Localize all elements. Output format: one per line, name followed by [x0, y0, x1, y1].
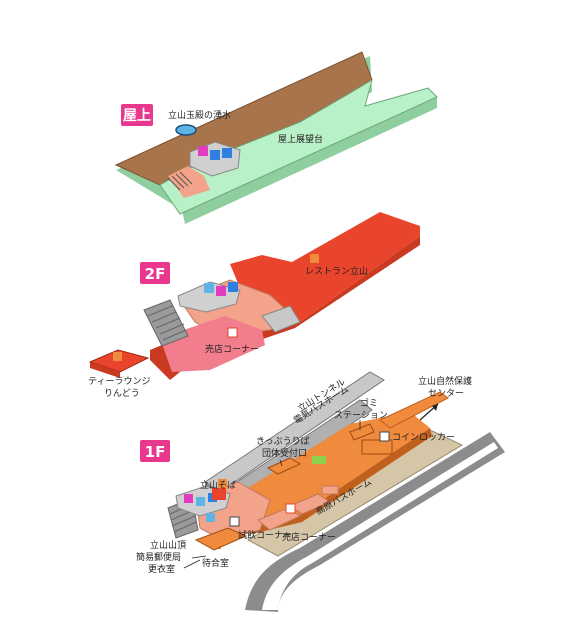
ticket-booth: [266, 457, 302, 475]
f2-badge: [140, 262, 170, 284]
male-toilet-icon: [222, 148, 232, 158]
accessible-icon: [196, 497, 205, 506]
f2-stairs: [143, 299, 189, 347]
waiting-room: [194, 527, 248, 551]
shop-block: [288, 493, 332, 515]
label-restaurant: レストラン立山: [305, 265, 368, 277]
shop-icon: [227, 327, 238, 338]
f2-shop-area: [160, 316, 265, 372]
f1-badge-label: 1F: [145, 443, 166, 461]
label-post-1: 立山山頂: [150, 539, 186, 551]
f2-restaurant-area: [230, 212, 420, 322]
label-tasting: 試飲コーナー: [238, 529, 292, 541]
restaurant-icon: [218, 479, 227, 488]
nature-center-path: [379, 391, 449, 429]
arrow-head-icon: [432, 404, 438, 411]
rooftop-stairs: [167, 171, 193, 191]
green-kiosk: [312, 456, 326, 464]
floor-2f: 2F レストラン立山 売店コーナー ティーラウンジ りんどう: [88, 212, 420, 399]
f2-grey-block: [261, 305, 301, 333]
female-toilet-icon: [216, 286, 226, 296]
label-f2-shop: 売店コーナー: [205, 343, 259, 355]
locker-icon: [379, 431, 390, 442]
shop-icon: [285, 503, 296, 514]
label-locker: コインロッカー: [392, 432, 455, 443]
label-rooftop-deck: 屋上展望台: [278, 133, 323, 145]
label-f1-shop: 売店コーナー: [282, 531, 336, 543]
label-waiting: 待合室: [202, 557, 229, 569]
female-toilet-icon: [184, 494, 193, 503]
spring-icon: [175, 124, 197, 136]
rooftop-stairs-area: [168, 166, 210, 198]
rooftop-badge: [121, 104, 153, 126]
leader-line: [191, 555, 207, 559]
accessible-icon: [204, 283, 214, 293]
road-line: [262, 442, 498, 610]
label-spring: 立山玉殿の湧水: [168, 109, 231, 121]
male-toilet-icon: [228, 282, 238, 292]
accessible-icon: [206, 513, 215, 522]
locker-icon: [229, 516, 240, 527]
locker-block: [361, 439, 393, 455]
label-changing: 更衣室: [148, 563, 175, 575]
label-nature-1: 立山自然保護: [418, 375, 472, 387]
restaurant-icon: [310, 254, 319, 263]
leader-line: [279, 459, 283, 467]
male-toilet-icon: [210, 150, 220, 160]
label-ticket-2: 団体受付口: [262, 447, 307, 459]
soba-block: [212, 488, 226, 500]
floor-1f: 1F 立山トンネル 電気バスホーム 立山自然保護 センター ゴミ ステーション …: [136, 371, 505, 612]
label-lounge-1: ティーラウンジ: [88, 376, 150, 387]
female-toilet-icon: [198, 146, 208, 156]
label-soba: 立山そば: [200, 479, 236, 491]
rooftop-floor: 屋上 立山玉殿の湧水 屋上展望台: [114, 51, 438, 224]
restaurant-icon: [113, 352, 122, 361]
label-garbage-1: ゴミ: [360, 397, 378, 409]
label-ticket-1: きっぷうりば: [256, 436, 310, 447]
f2-badge-label: 2F: [145, 265, 166, 283]
label-lounge-2: りんどう: [104, 388, 140, 399]
leader-line: [183, 559, 201, 569]
rooftop-badge-label: 屋上: [123, 108, 151, 124]
label-post-2: 簡易郵便局: [136, 551, 181, 563]
f1-badge: [140, 440, 170, 462]
small-block: [321, 485, 339, 495]
f2-lounge-edge: [90, 362, 120, 378]
label-nature-2: センター: [428, 388, 464, 399]
rooftop-deck-area: [159, 78, 438, 215]
label-garbage-2: ステーション: [334, 410, 388, 421]
garbage-station: [349, 423, 375, 441]
